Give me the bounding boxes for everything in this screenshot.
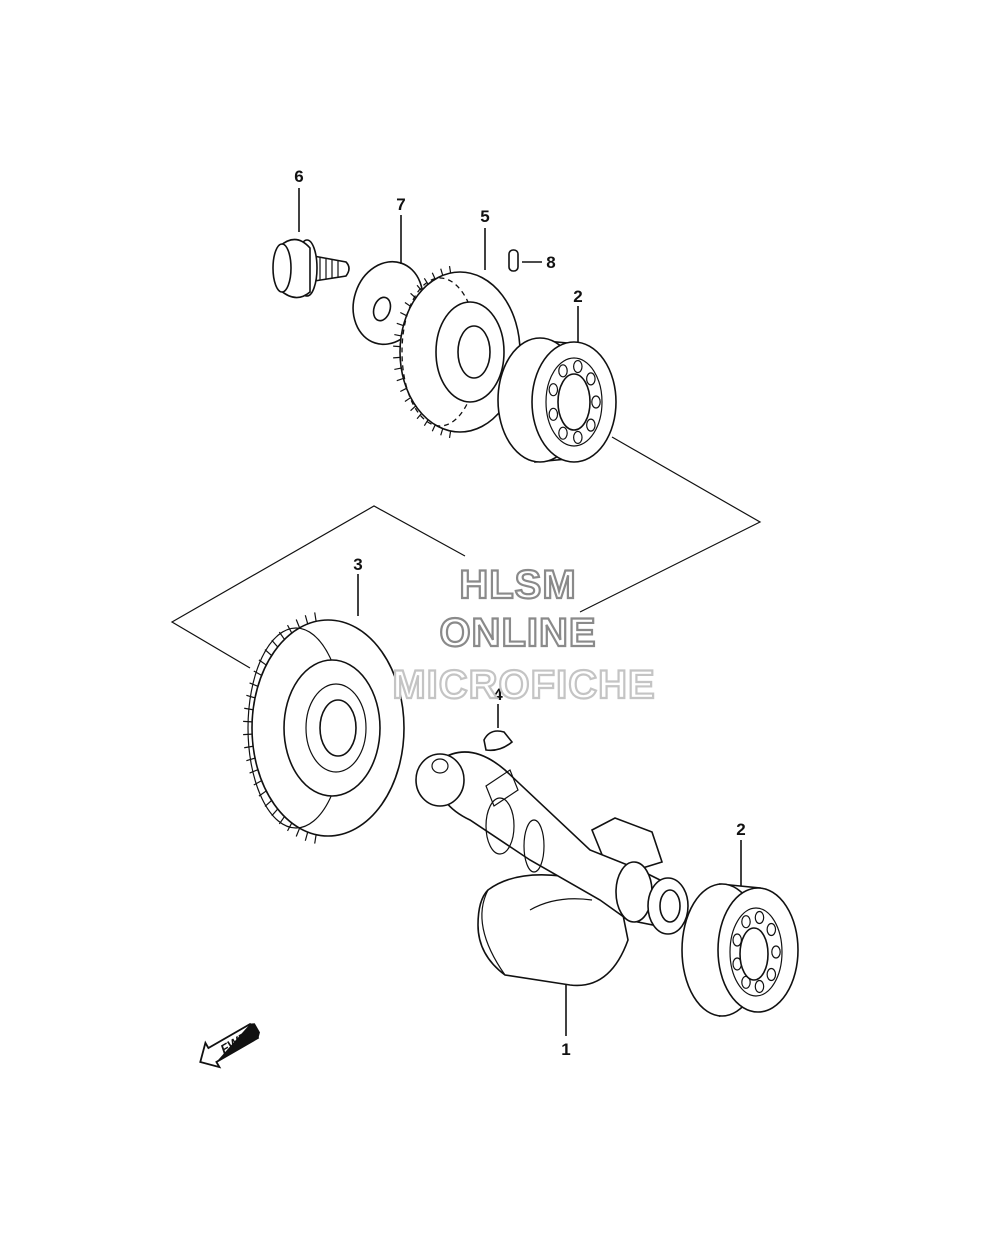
callout-1: 1: [561, 1040, 570, 1059]
part-2-bearing-upper: [498, 338, 616, 462]
part-3-gear: [243, 612, 404, 843]
fwd-arrow: FWD: [193, 1017, 264, 1074]
part-8-pin: [509, 250, 518, 271]
watermark-line1: HLSM: [459, 563, 576, 607]
part-6-bolt: [273, 239, 349, 297]
callout-6: 6: [294, 167, 303, 186]
callout-5: 5: [480, 207, 489, 226]
part-1-balancer: [416, 752, 688, 985]
callout-7: 7: [396, 195, 405, 214]
callout-8: 8: [546, 253, 555, 272]
watermark: HLSM ONLINE MICROFICHE: [392, 563, 655, 707]
callout-2-lower: 2: [736, 820, 745, 839]
callout-2-upper: 2: [573, 287, 582, 306]
part-2-bearing-lower: [682, 884, 798, 1016]
watermark-line2: ONLINE: [439, 611, 596, 655]
watermark-line3: MICROFICHE: [392, 663, 655, 707]
part-4-key: [484, 731, 512, 750]
callout-3: 3: [353, 555, 362, 574]
